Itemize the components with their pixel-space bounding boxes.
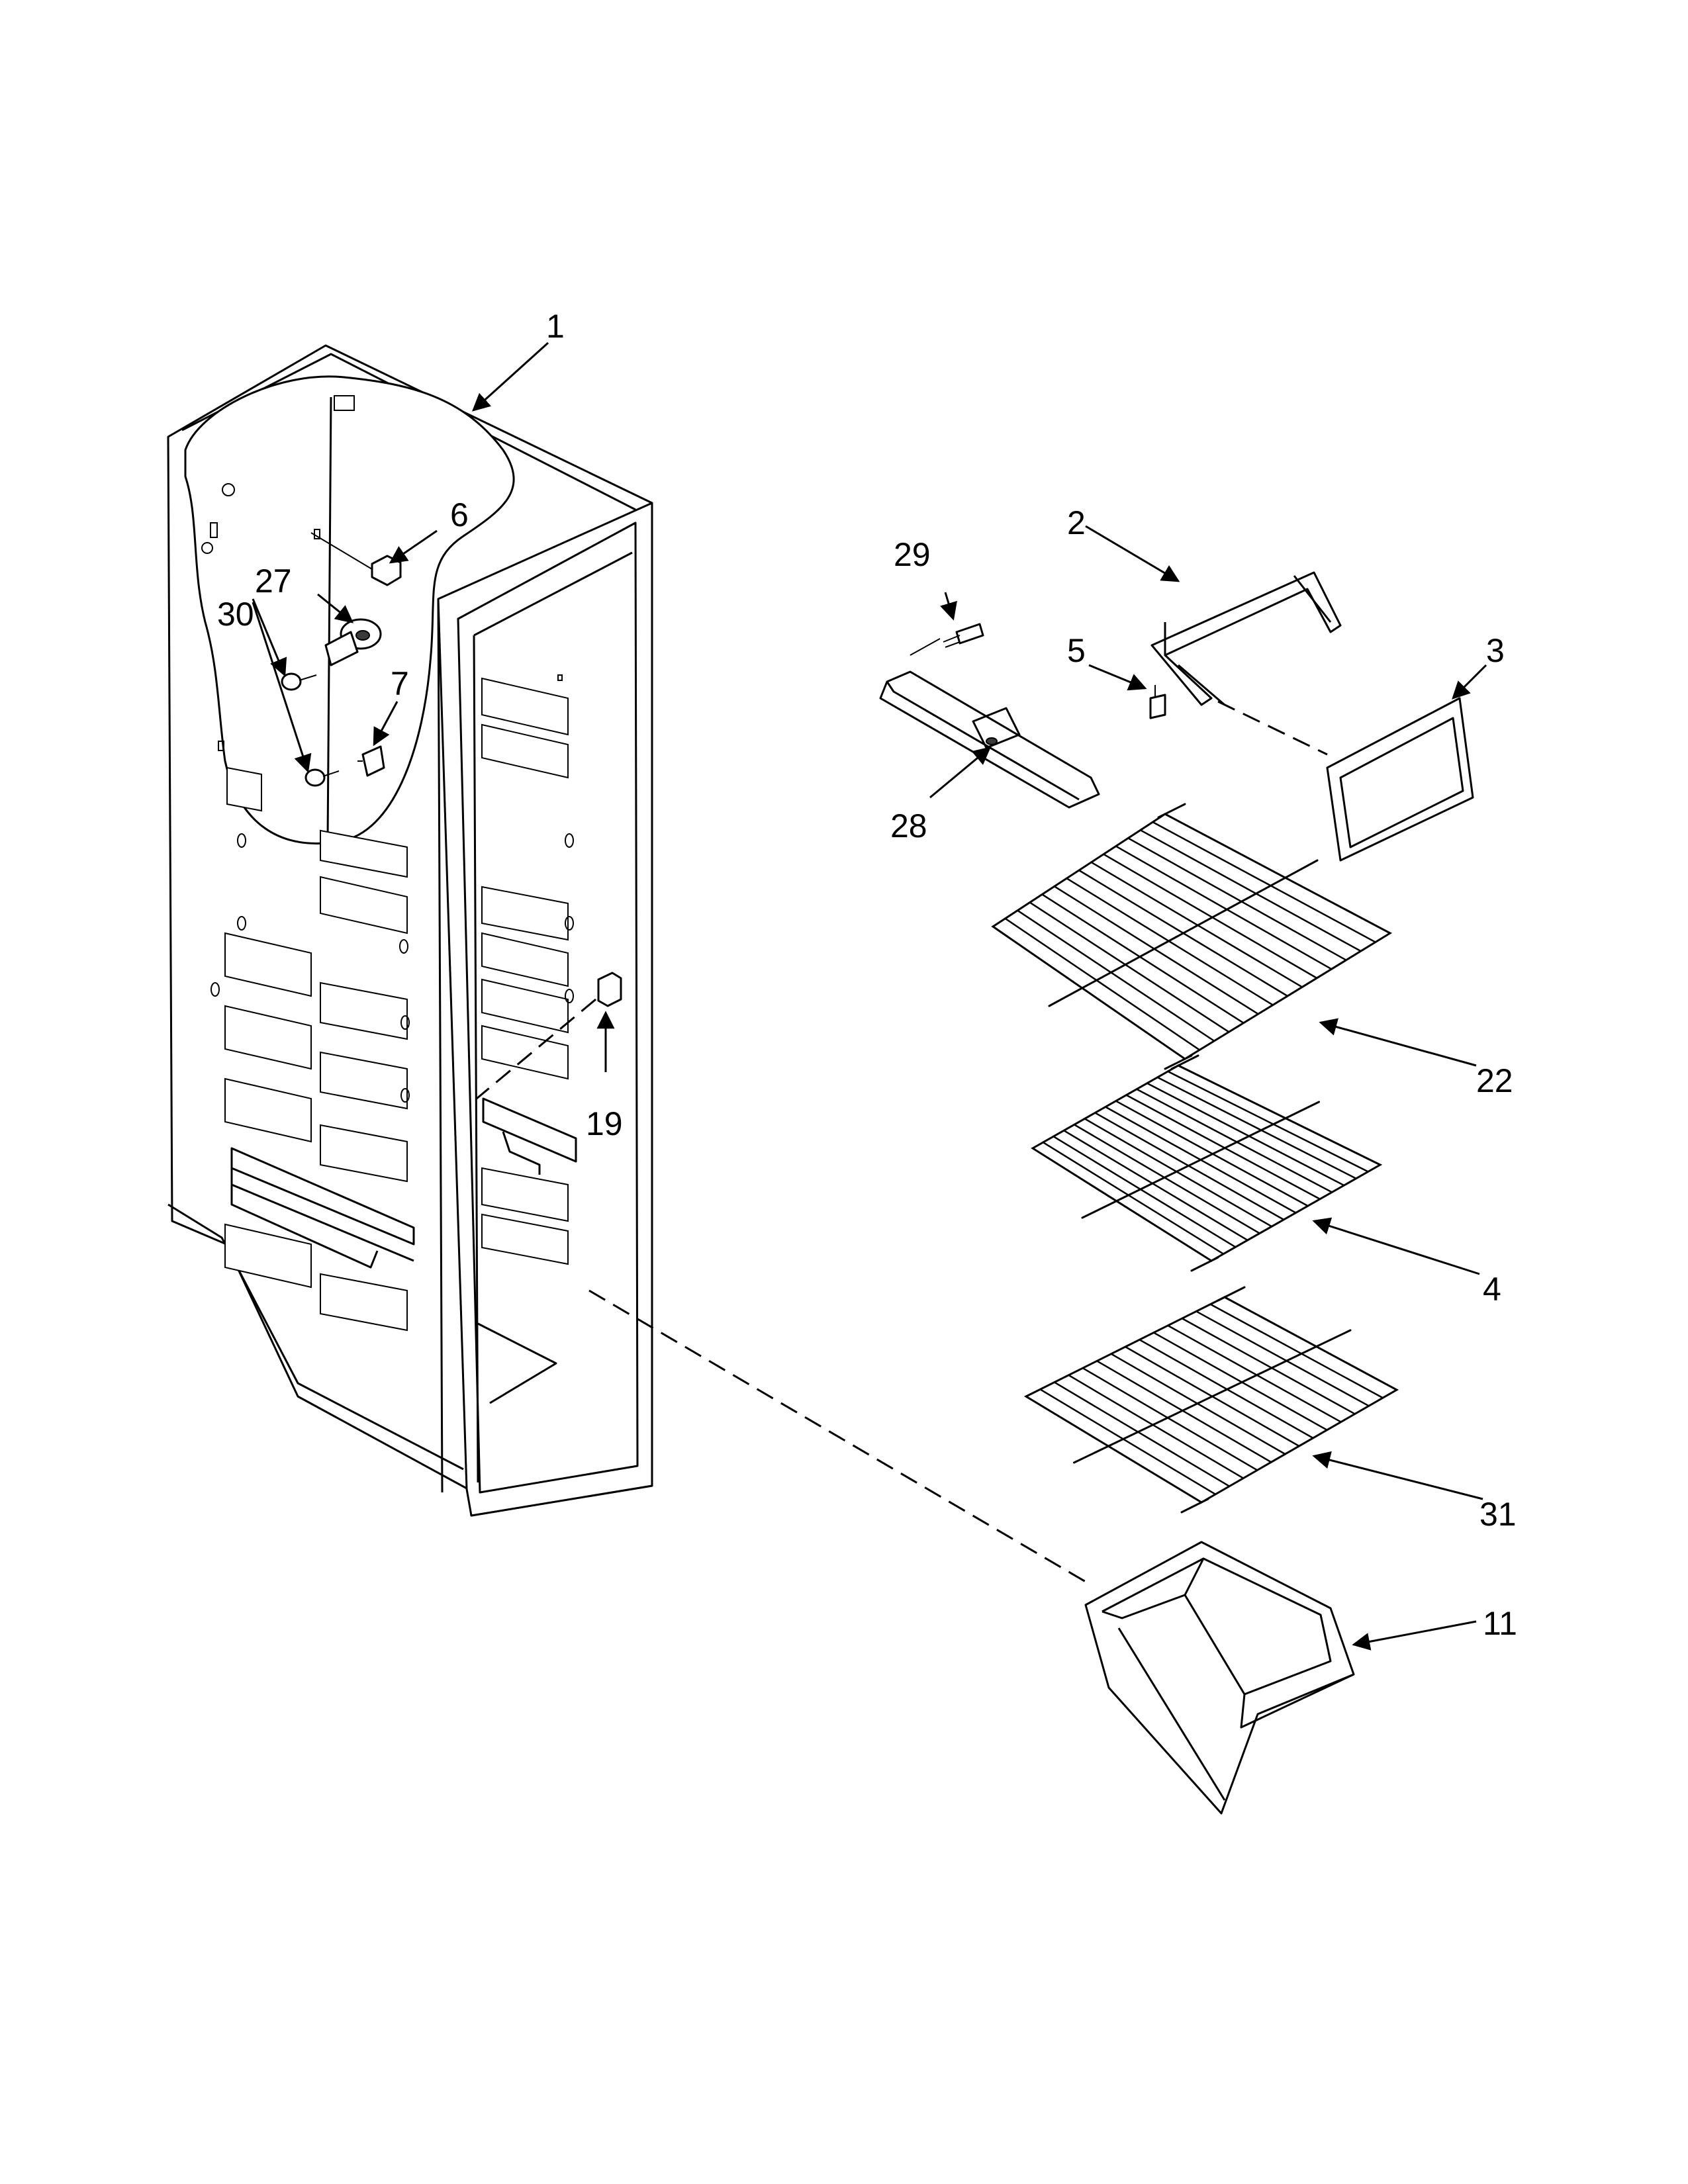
callout-2: 2	[1067, 504, 1086, 541]
part-29-screw	[943, 623, 984, 648]
wire-shelf-22	[991, 803, 1393, 1070]
callout-4: 4	[1483, 1271, 1501, 1308]
wire-shelf-4	[1031, 1054, 1383, 1272]
callout-7: 7	[391, 665, 409, 702]
callout-arrows	[252, 341, 1487, 1651]
shelf-frame-assembly	[1149, 571, 1474, 862]
callout-labels: 1 6 27 30 7 19 29 2 5 3 28 22 4 31 11	[217, 308, 1517, 1642]
part-3-shelf-trim	[1326, 697, 1474, 862]
part-6-bracket	[310, 532, 402, 586]
callout-6: 6	[450, 496, 469, 533]
shelf-support-assembly	[879, 623, 1100, 809]
part-27-bracket	[324, 618, 382, 666]
part-7-bracket	[357, 745, 385, 777]
part-5-screw	[1149, 685, 1166, 719]
callout-28: 28	[890, 807, 927, 844]
callout-19: 19	[586, 1105, 623, 1142]
callout-22: 22	[1476, 1062, 1513, 1099]
callout-3: 3	[1486, 632, 1505, 669]
callout-31: 31	[1479, 1496, 1517, 1533]
callout-30: 30	[217, 596, 254, 633]
crisper-assembly-line	[588, 1289, 1086, 1583]
wire-shelf-31	[1023, 1286, 1399, 1514]
crisper-pan	[1084, 1541, 1355, 1815]
callout-11: 11	[1483, 1605, 1517, 1642]
callout-27: 27	[255, 563, 292, 600]
callout-5: 5	[1067, 632, 1086, 669]
callout-1: 1	[546, 308, 565, 345]
part-30-screw	[281, 672, 340, 787]
callout-29: 29	[894, 536, 931, 573]
part-19-clip	[476, 972, 622, 1100]
freezer-liner	[167, 344, 653, 1517]
